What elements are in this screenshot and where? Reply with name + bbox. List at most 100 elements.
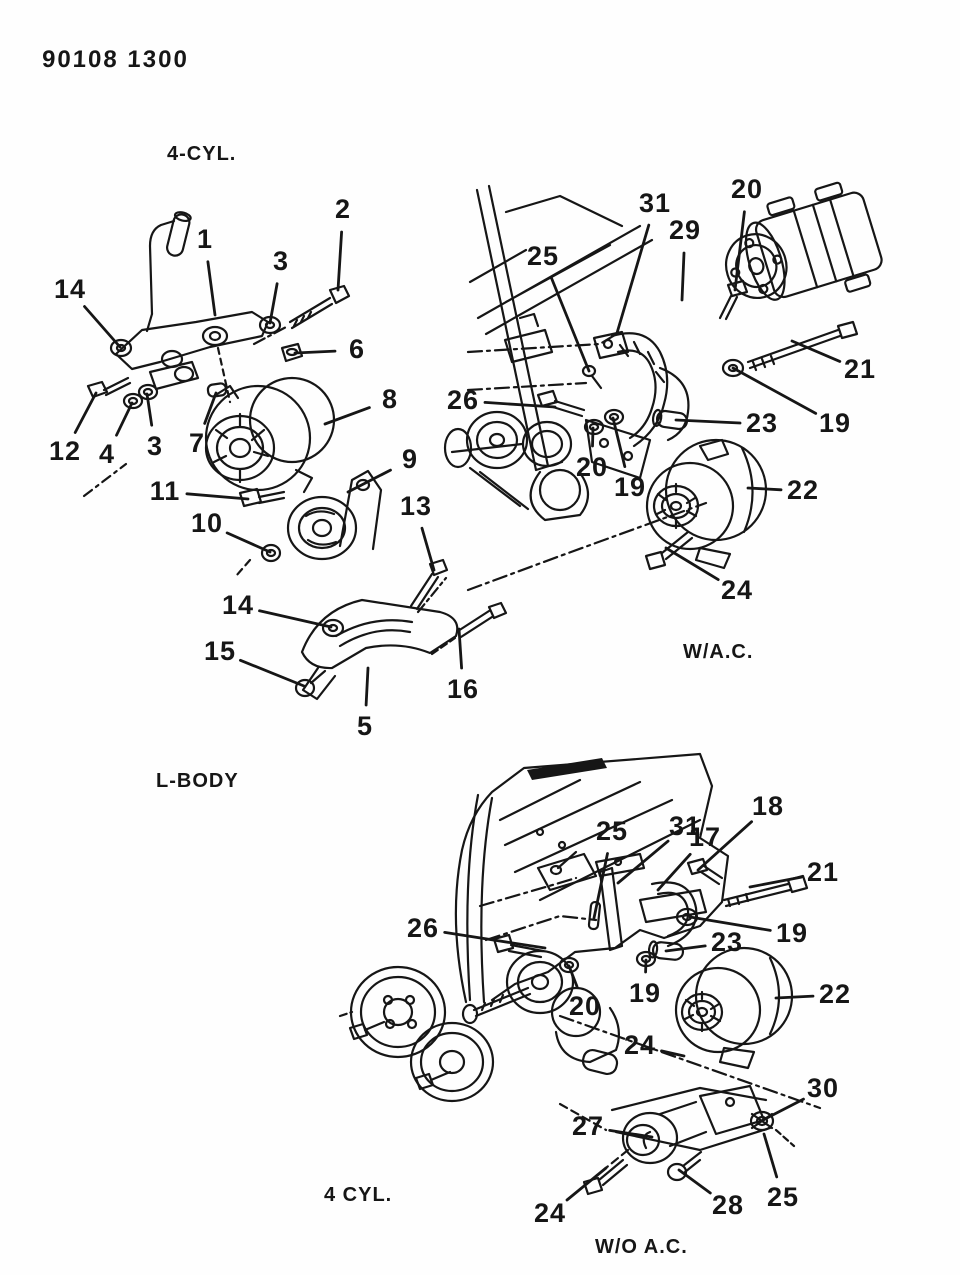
leader-line-w-ac-20 [591,426,595,448]
callout-w-ac-24: 24 [720,574,754,605]
callout-w-ac-20: 20 [575,451,609,482]
callout-four-cyl-1: 1 [196,223,214,254]
callout-w-ac-22: 22 [786,474,820,505]
callout-four-cyl-14: 14 [221,589,255,620]
leader-line-four-cyl-10 [225,531,272,554]
callout-l-body-24: 24 [533,1197,567,1228]
callout-l-body-21: 21 [806,856,840,887]
callout-w-ac-19: 19 [613,471,647,502]
callout-w-ac-20: 20 [730,173,764,204]
callout-w-ac-21: 21 [843,353,877,384]
leader-line-l-body-25 [592,852,609,920]
callout-l-body-25: 25 [766,1181,800,1212]
callout-l-body-20: 20 [568,990,602,1021]
leader-line-l-body-27 [608,1129,654,1139]
leader-line-four-cyl-3 [268,282,279,325]
leader-line-four-cyl-1 [206,260,217,317]
callout-l-body-24: 24 [623,1029,657,1060]
callout-l-body-25: 25 [595,815,629,846]
leader-line-four-cyl-3 [145,392,154,427]
callout-l-body-18: 18 [751,790,785,821]
leader-line-l-body-17 [656,852,692,892]
caption-w-ac-0: W/A.C. [683,641,754,663]
four-cyl-drawing [82,211,508,701]
leader-line-l-body-24 [660,1049,686,1058]
leader-line-four-cyl-4 [115,401,134,437]
leader-line-four-cyl-15 [238,658,306,688]
leader-line-w-ac-19 [611,416,627,469]
leader-line-four-cyl-5 [364,666,370,707]
callout-w-ac-19: 19 [818,407,852,438]
caption-l-body-2: W/O A.C. [595,1236,688,1258]
leader-line-l-body-30 [761,1097,805,1122]
leader-line-l-body-21 [748,875,803,889]
callout-l-body-31: 31 [668,810,702,841]
callout-l-body-22: 22 [818,978,852,1009]
leader-line-w-ac-26 [483,400,557,409]
callout-w-ac-25: 25 [526,240,560,271]
leader-line-four-cyl-12 [73,391,98,434]
figure-code-stamp: 90108 1300 [41,46,190,73]
leader-line-four-cyl-16 [457,627,464,670]
callout-four-cyl-4: 4 [98,438,116,469]
leader-line-l-body-18 [696,820,753,872]
callout-four-cyl-7: 7 [188,427,206,458]
callout-l-body-28: 28 [711,1189,745,1220]
callout-w-ac-31: 31 [638,187,672,218]
leader-line-w-ac-19 [731,366,818,415]
leader-line-w-ac-20 [733,210,746,292]
leader-line-l-body-31 [616,839,670,885]
leader-line-w-ac-29 [680,251,686,302]
leader-line-four-cyl-11 [185,492,250,501]
callout-four-cyl-8: 8 [381,383,399,414]
callout-four-cyl-13: 13 [399,490,433,521]
leader-line-four-cyl-9 [346,468,392,494]
callout-four-cyl-3: 3 [272,245,290,276]
callout-l-body-19: 19 [775,917,809,948]
leader-line-w-ac-23 [674,418,742,425]
leader-line-four-cyl-8 [323,406,371,426]
callout-l-body-23: 23 [710,926,744,957]
leader-line-l-body-25 [762,1132,779,1179]
callout-four-cyl-14: 14 [53,273,87,304]
callout-four-cyl-12: 12 [48,435,82,466]
caption-four-cyl-0: 4-CYL. [167,143,237,165]
callout-four-cyl-3: 3 [146,430,164,461]
callout-four-cyl-11: 11 [149,475,181,506]
leader-line-four-cyl-7 [203,391,218,425]
leader-line-w-ac-21 [790,339,842,363]
callout-four-cyl-16: 16 [446,673,480,704]
leader-line-four-cyl-14 [258,609,333,629]
caption-l-body-1: 4 CYL. [324,1184,393,1206]
callout-four-cyl-9: 9 [401,443,419,474]
leader-line-w-ac-31 [615,223,651,335]
callout-four-cyl-6: 6 [348,333,366,364]
callout-w-ac-29: 29 [668,214,702,245]
callout-four-cyl-10: 10 [190,507,224,538]
callout-l-body-26: 26 [406,912,440,943]
callout-w-ac-23: 23 [745,407,779,438]
leader-line-four-cyl-14 [83,305,122,349]
leader-line-four-cyl-6 [293,349,337,355]
callout-four-cyl-5: 5 [356,710,374,741]
callout-l-body-27: 27 [571,1110,605,1141]
leader-line-w-ac-24 [664,546,720,581]
callout-l-body-30: 30 [806,1072,840,1103]
caption-l-body-0: L-BODY [156,770,239,792]
callout-four-cyl-2: 2 [334,193,352,224]
leader-line-four-cyl-2 [336,230,344,292]
callout-four-cyl-15: 15 [203,635,237,666]
leader-line-l-body-24 [565,1166,608,1202]
leader-line-l-body-26 [443,931,547,950]
leader-line-l-body-23 [664,944,707,953]
leader-line-l-body-28 [677,1168,712,1195]
leader-line-l-body-20 [567,964,579,988]
callout-l-body-17: 17 [688,821,722,852]
leader-line-w-ac-25 [549,275,591,373]
leader-line-l-body-19 [688,915,772,932]
leader-line-l-body-22 [774,994,815,1000]
leader-line-w-ac-22 [746,486,783,492]
leader-line-four-cyl-13 [420,526,436,572]
callout-w-ac-26: 26 [446,384,480,415]
